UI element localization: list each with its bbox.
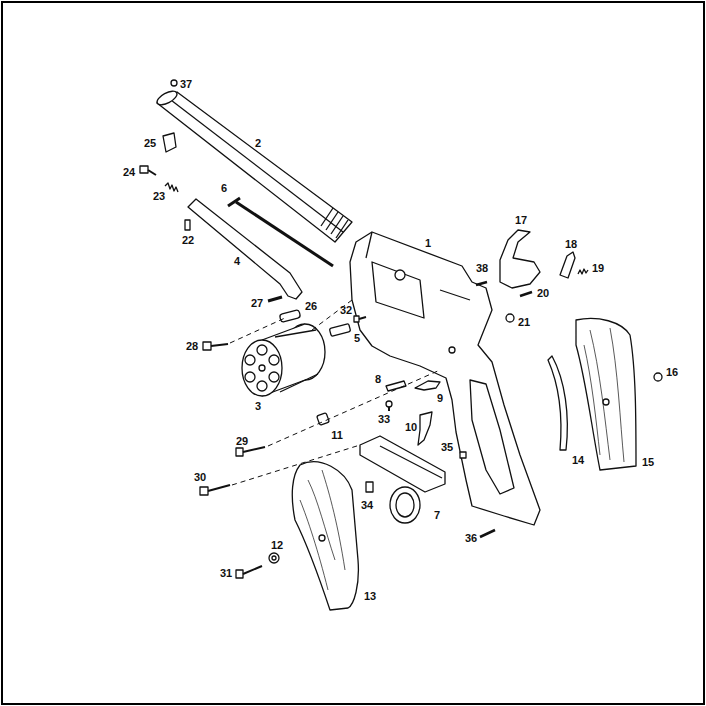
callout-number: 20 bbox=[537, 288, 549, 299]
callout-number: 36 bbox=[465, 533, 477, 544]
callout-number: 16 bbox=[666, 367, 678, 378]
callout-number: 35 bbox=[441, 442, 453, 453]
callout-number: 12 bbox=[271, 540, 283, 551]
callout-number: 9 bbox=[437, 393, 443, 404]
callout-number: 1 bbox=[425, 238, 431, 249]
callout-number: 8 bbox=[375, 374, 381, 385]
screw bbox=[354, 316, 366, 322]
screw bbox=[236, 566, 262, 578]
grip bbox=[576, 318, 636, 470]
hammer bbox=[500, 230, 540, 288]
screw bbox=[200, 485, 230, 495]
plunger-rod bbox=[228, 198, 333, 266]
screw bbox=[386, 401, 392, 411]
trigger-guard bbox=[360, 436, 445, 523]
callout-number: 26 bbox=[305, 301, 317, 312]
grip bbox=[292, 462, 358, 610]
pin bbox=[268, 297, 282, 301]
callout-number: 22 bbox=[182, 235, 194, 246]
callout-number: 33 bbox=[378, 414, 390, 425]
loading-lever bbox=[188, 199, 302, 299]
screw bbox=[460, 452, 466, 458]
callout-number: 3 bbox=[255, 401, 261, 412]
callout-number: 30 bbox=[194, 472, 206, 483]
screw bbox=[203, 342, 228, 350]
callout-number: 15 bbox=[642, 457, 654, 468]
barrel bbox=[155, 88, 352, 242]
screw bbox=[366, 482, 373, 492]
callout-number: 4 bbox=[234, 256, 240, 267]
hand bbox=[560, 252, 575, 278]
callout-number: 5 bbox=[354, 333, 360, 344]
cylinder-stop bbox=[329, 324, 350, 337]
callout-number: 10 bbox=[405, 422, 417, 433]
pin bbox=[185, 220, 190, 230]
callout-number: 21 bbox=[518, 317, 530, 328]
callout-number: 29 bbox=[236, 436, 248, 447]
pin bbox=[520, 292, 532, 296]
callout-number: 37 bbox=[180, 79, 192, 90]
pin bbox=[476, 282, 487, 285]
callout-number: 7 bbox=[434, 510, 440, 521]
callout-number: 34 bbox=[361, 500, 373, 511]
callout-number: 31 bbox=[220, 568, 232, 579]
pin bbox=[480, 530, 495, 537]
callout-number: 38 bbox=[476, 263, 488, 274]
assembly-lines bbox=[230, 300, 440, 485]
screw bbox=[236, 447, 265, 456]
callout-number: 17 bbox=[515, 215, 527, 226]
nut bbox=[506, 314, 514, 322]
mainspring bbox=[548, 356, 567, 450]
front-sight bbox=[171, 80, 177, 86]
callout-number: 24 bbox=[123, 167, 135, 178]
callout-number: 32 bbox=[340, 305, 352, 316]
callout-number: 11 bbox=[331, 430, 343, 441]
callout-number: 13 bbox=[364, 591, 376, 602]
callout-number: 18 bbox=[565, 239, 577, 250]
cylinder bbox=[242, 324, 325, 396]
callout-number: 6 bbox=[221, 183, 227, 194]
callout-number: 27 bbox=[251, 298, 263, 309]
washer bbox=[269, 553, 279, 563]
callout-number: 19 bbox=[592, 263, 604, 274]
screw bbox=[140, 166, 156, 175]
callout-number: 2 bbox=[255, 138, 261, 149]
callout-number: 28 bbox=[186, 341, 198, 352]
wedge bbox=[163, 133, 176, 152]
callout-number: 14 bbox=[572, 455, 584, 466]
link-plate bbox=[279, 310, 300, 323]
callout-number: 25 bbox=[144, 138, 156, 149]
spring bbox=[578, 269, 588, 274]
sear bbox=[415, 381, 440, 390]
trigger bbox=[418, 412, 432, 445]
washer bbox=[654, 373, 662, 381]
spring bbox=[165, 183, 178, 192]
callout-number: 23 bbox=[153, 191, 165, 202]
